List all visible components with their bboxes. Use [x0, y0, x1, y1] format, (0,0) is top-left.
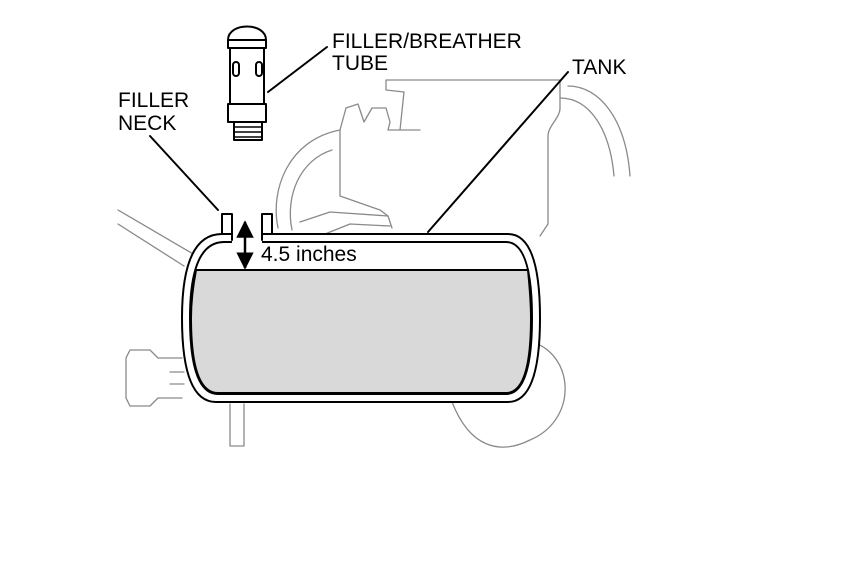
background-engine-parts [117, 79, 631, 448]
tank-leader [427, 71, 569, 233]
liquid-fill [189, 269, 533, 394]
label-filler-breather-tube-1: FILLER/BREATHER [332, 30, 522, 53]
tank-icon [181, 213, 541, 403]
measurement-label: 4.5 inches [261, 243, 357, 266]
filler-neck-leader [149, 135, 219, 211]
label-filler-neck-1: FILLER [118, 89, 189, 112]
label-filler-neck-2: NECK [118, 112, 176, 135]
filler-breather-leader [267, 46, 328, 93]
label-filler-breather-tube-2: TUBE [332, 52, 388, 75]
label-tank: TANK [572, 56, 626, 79]
filler-breather-tube-icon [227, 25, 267, 141]
